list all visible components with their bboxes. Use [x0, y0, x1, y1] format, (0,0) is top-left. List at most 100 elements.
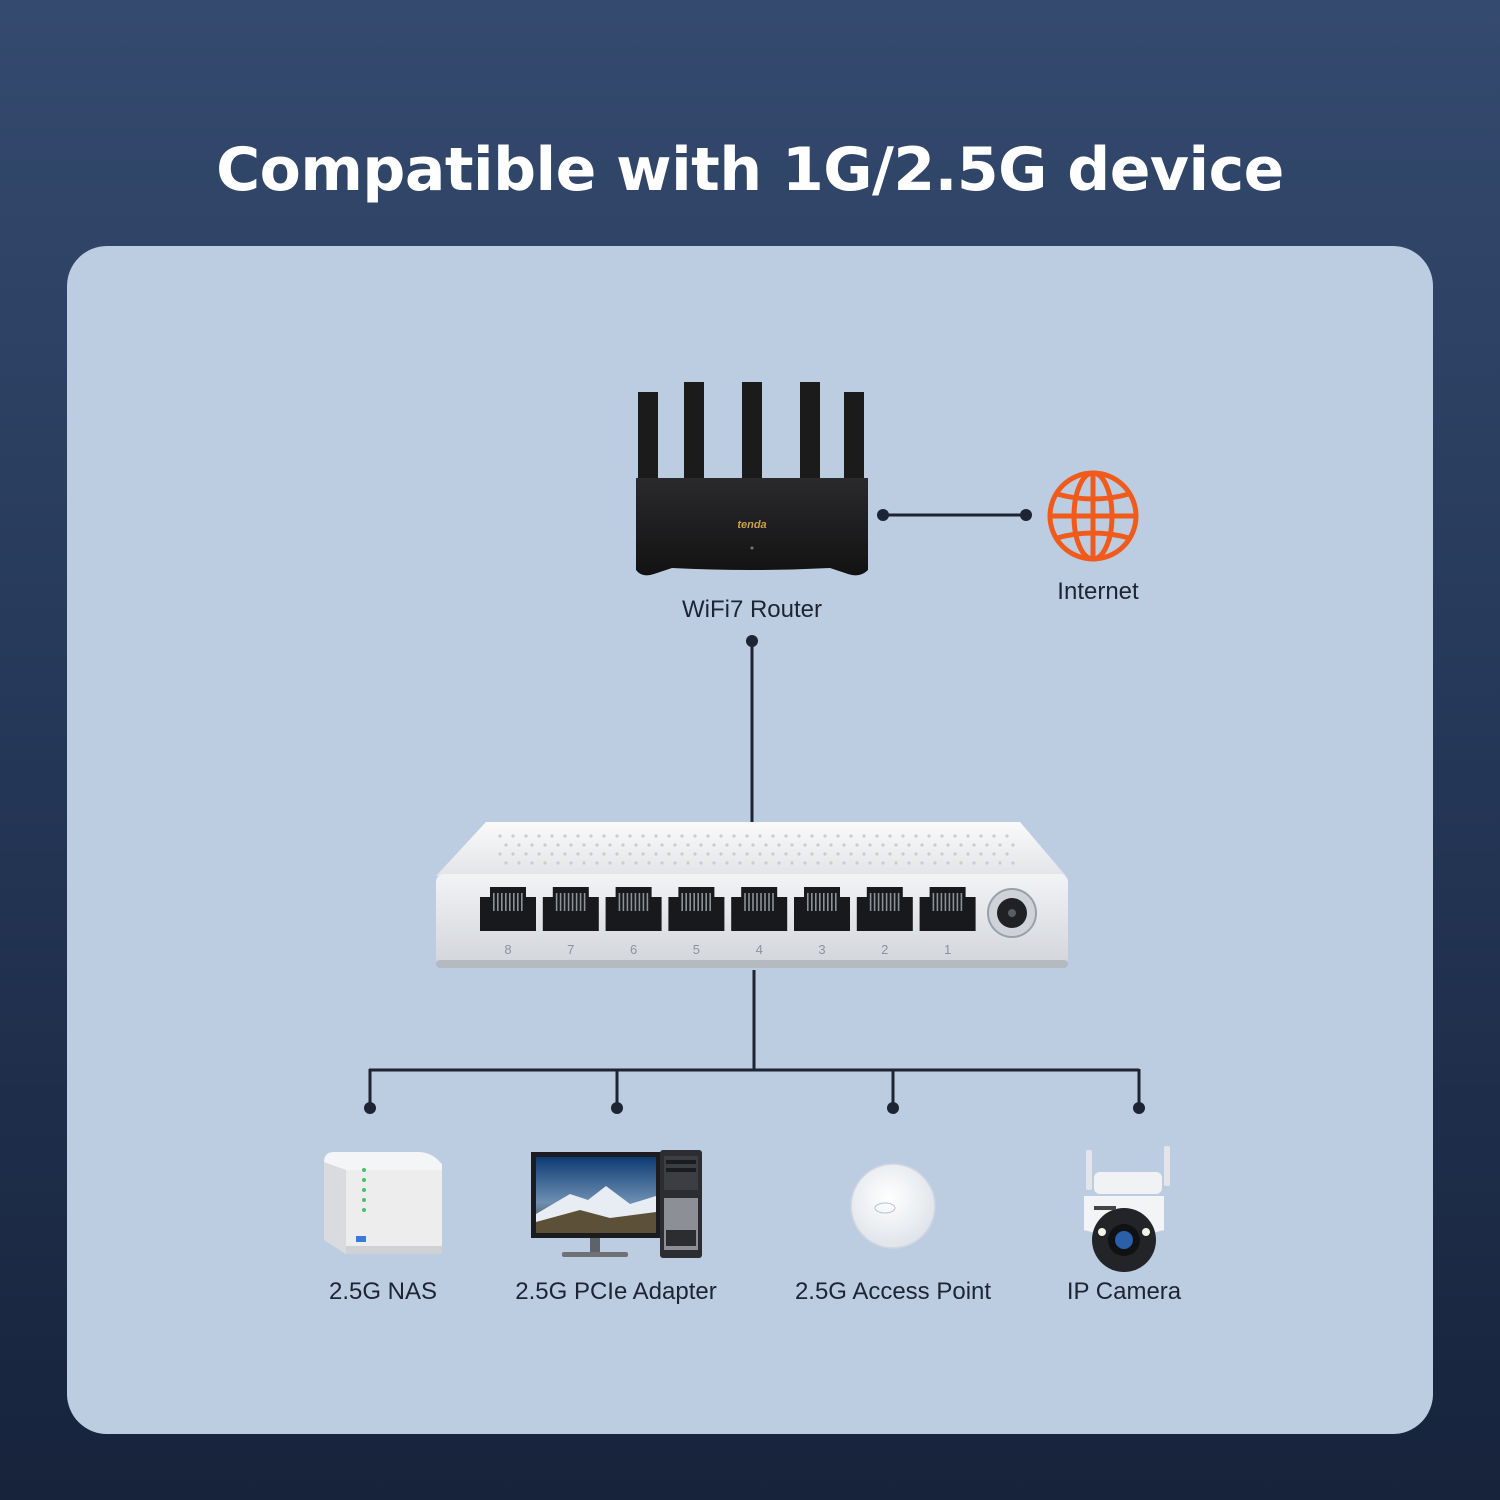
vent-dot: [810, 852, 814, 856]
vent-dot: [686, 861, 690, 865]
port-pin: [827, 893, 829, 911]
vent-dot: [836, 852, 840, 856]
vent-dot: [511, 834, 515, 838]
vent-dot: [836, 834, 840, 838]
port-pin: [618, 893, 621, 911]
vent-dot: [816, 861, 820, 865]
vent-dot: [764, 861, 768, 865]
vent-dot: [576, 834, 580, 838]
vent-dot: [680, 834, 684, 838]
port-pin: [571, 893, 574, 911]
vent-dot: [940, 852, 944, 856]
vent-dot: [725, 843, 729, 847]
vent-dot: [615, 852, 619, 856]
ip-camera-icon: [1084, 1146, 1170, 1272]
vent-dot: [589, 834, 593, 838]
vent-dot: [537, 834, 541, 838]
vent-dot: [504, 843, 508, 847]
port-pin: [579, 893, 582, 911]
port-pin: [626, 893, 629, 911]
port-pin: [521, 893, 523, 911]
vent-dot: [797, 852, 801, 856]
vent-dot: [504, 861, 508, 865]
vent-dot: [641, 834, 645, 838]
vent-dot: [966, 852, 970, 856]
vent-dot: [868, 861, 872, 865]
vent-dot: [745, 852, 749, 856]
port-pin: [563, 893, 566, 911]
port-pin: [689, 893, 691, 911]
port-pin: [638, 893, 641, 911]
vent-dot: [550, 834, 554, 838]
vent-dot: [634, 861, 638, 865]
vent-dot: [511, 852, 515, 856]
vent-dot: [647, 861, 651, 865]
vent-dot: [940, 834, 944, 838]
vent-dot: [550, 852, 554, 856]
vent-dot: [920, 843, 924, 847]
vent-dot: [537, 852, 541, 856]
nas-label: 2.5G NAS: [328, 1278, 438, 1305]
vent-dot: [1005, 852, 1009, 856]
vent-dot: [998, 861, 1002, 865]
vent-dot: [498, 834, 502, 838]
port-pin: [764, 893, 766, 911]
vent-dot: [732, 852, 736, 856]
port-pin: [681, 893, 683, 911]
vent-dot: [888, 834, 892, 838]
port-pin: [811, 893, 813, 911]
vent-dot: [628, 852, 632, 856]
port-pin: [897, 893, 900, 911]
port-number-label: 4: [756, 942, 763, 957]
vent-dot: [751, 861, 755, 865]
port-number-label: 7: [567, 942, 574, 957]
port-number-label: 5: [693, 942, 700, 957]
port-pin: [948, 893, 951, 911]
connection-lines: [368, 513, 1141, 1108]
vent-dot: [829, 861, 833, 865]
camera-dot: [1133, 1102, 1145, 1114]
port-pin: [709, 893, 711, 911]
port-pin: [760, 893, 762, 911]
vent-dot: [979, 834, 983, 838]
vent-dot: [881, 843, 885, 847]
vent-dot: [654, 834, 658, 838]
port-pin: [622, 893, 625, 911]
vent-dot: [875, 834, 879, 838]
port-pin: [772, 893, 774, 911]
port-pin: [493, 893, 495, 911]
port-pin: [501, 893, 503, 911]
port-number-label: 3: [818, 942, 825, 957]
port-pin: [956, 893, 959, 911]
vent-dot: [901, 834, 905, 838]
vent-dot: [979, 852, 983, 856]
port-pin: [819, 893, 821, 911]
port-number-label: 1: [944, 942, 951, 957]
port-pin: [509, 893, 511, 911]
vent-dot: [582, 843, 586, 847]
vent-dot: [641, 852, 645, 856]
port-pin: [877, 893, 880, 911]
port-pin: [960, 893, 963, 911]
vent-dot: [771, 834, 775, 838]
vent-dot: [615, 834, 619, 838]
vent-dot: [790, 843, 794, 847]
router-label: WiFi7 Router: [681, 596, 823, 623]
vent-dot: [758, 852, 762, 856]
vent-dot: [875, 852, 879, 856]
port-pin: [940, 893, 943, 911]
vent-dot: [998, 843, 1002, 847]
port-pin: [513, 893, 515, 911]
nas-icon: [324, 1152, 442, 1254]
vent-dot: [602, 852, 606, 856]
vent-dot: [556, 843, 560, 847]
port-pin: [815, 893, 817, 911]
globe-icon: [1047, 470, 1139, 562]
port-pin: [936, 893, 939, 911]
vent-dot: [732, 834, 736, 838]
vent-dot: [803, 861, 807, 865]
vent-dot: [862, 834, 866, 838]
vent-dot: [745, 834, 749, 838]
vent-dot: [543, 861, 547, 865]
